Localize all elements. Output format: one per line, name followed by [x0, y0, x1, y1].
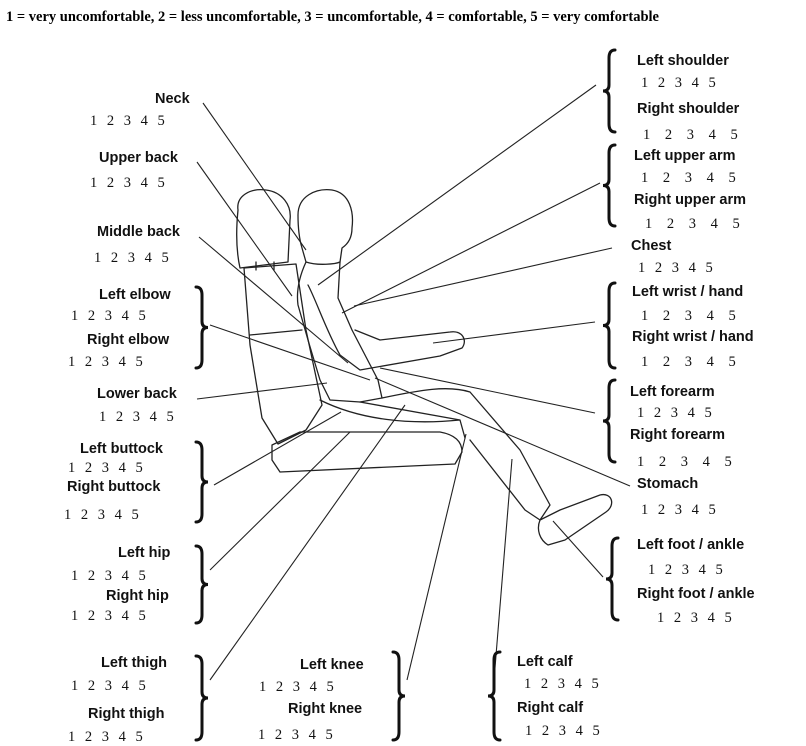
scale-neck[interactable]: 1 2 3 4 5	[90, 113, 165, 129]
label-left-knee: Left knee	[300, 657, 364, 673]
scale-right-thigh[interactable]: 1 2 3 4 5	[68, 729, 143, 745]
scale-left-thigh[interactable]: 1 2 3 4 5	[71, 678, 146, 694]
leader-stomach	[374, 377, 631, 487]
label-left-elbow: Left elbow	[99, 287, 171, 303]
label-middle-back: Middle back	[97, 224, 180, 240]
leader-wrist-hand	[432, 321, 596, 344]
label-right-foot-ankle: Right foot / ankle	[637, 586, 755, 602]
label-right-wrist-hand: Right wrist / hand	[632, 329, 754, 345]
brace-elbow	[194, 285, 209, 370]
label-neck: Neck	[155, 91, 190, 107]
scale-right-wrist-hand[interactable]: 1 2 3 4 5	[641, 354, 736, 370]
scale-right-shoulder[interactable]: 1 2 3 4 5	[643, 127, 738, 143]
label-left-calf: Left calf	[517, 654, 573, 670]
label-right-hip: Right hip	[106, 588, 169, 604]
seat-cushion-outline	[271, 431, 463, 473]
scale-middle-back[interactable]: 1 2 3 4 5	[94, 250, 169, 266]
label-right-buttock: Right buttock	[67, 479, 161, 495]
scale-left-forearm[interactable]: 1 2 3 4 5	[637, 405, 712, 421]
label-lower-back: Lower back	[97, 386, 177, 402]
label-stomach: Stomach	[637, 476, 699, 492]
scale-right-buttock[interactable]: 1 2 3 4 5	[64, 507, 139, 523]
leader-upper-arm	[341, 182, 601, 314]
label-right-forearm: Right forearm	[630, 427, 726, 443]
brace-knee	[391, 650, 406, 742]
brace-shoulder	[602, 48, 617, 134]
scale-left-hip[interactable]: 1 2 3 4 5	[71, 568, 146, 584]
leader-shoulder	[317, 84, 597, 286]
scale-left-upper-arm[interactable]: 1 2 3 4 5	[641, 170, 736, 186]
leader-forearm	[379, 367, 596, 414]
label-right-thigh: Right thigh	[88, 706, 165, 722]
label-left-shoulder: Left shoulder	[637, 53, 729, 69]
headrest-outline	[236, 189, 291, 269]
brace-thigh	[194, 654, 209, 742]
rating-legend: 1 = very uncomfortable, 2 = less uncomfo…	[6, 9, 659, 25]
scale-right-hip[interactable]: 1 2 3 4 5	[71, 608, 146, 624]
scale-upper-back[interactable]: 1 2 3 4 5	[90, 175, 165, 191]
label-chest: Chest	[631, 238, 672, 254]
label-left-foot-ankle: Left foot / ankle	[637, 537, 745, 553]
scale-right-foot-ankle[interactable]: 1 2 3 4 5	[657, 610, 732, 626]
scale-right-upper-arm[interactable]: 1 2 3 4 5	[645, 216, 740, 232]
scale-left-calf[interactable]: 1 2 3 4 5	[524, 676, 599, 692]
scale-chest[interactable]: 1 2 3 4 5	[638, 260, 713, 276]
label-left-hip: Left hip	[118, 545, 171, 561]
scale-stomach[interactable]: 1 2 3 4 5	[641, 502, 716, 518]
lower-leg-outline	[381, 388, 551, 521]
brace-foot-ankle	[605, 536, 620, 622]
leader-knee	[406, 433, 467, 681]
scale-left-buttock[interactable]: 1 2 3 4 5	[68, 460, 143, 476]
leader-elbow	[209, 324, 371, 381]
brace-wrist-hand	[602, 281, 617, 370]
scale-left-wrist-hand[interactable]: 1 2 3 4 5	[641, 308, 736, 324]
arm-outline	[307, 284, 465, 371]
leader-foot-ankle	[552, 520, 604, 578]
brace-hip	[194, 544, 209, 625]
thigh-outline	[319, 399, 466, 439]
label-left-forearm: Left forearm	[630, 384, 715, 400]
leader-chest	[353, 247, 613, 307]
leader-middle-back	[198, 236, 349, 364]
label-right-shoulder: Right shoulder	[637, 101, 740, 117]
label-right-elbow: Right elbow	[87, 332, 170, 348]
scale-left-elbow[interactable]: 1 2 3 4 5	[71, 308, 146, 324]
seat-back-outline	[243, 263, 323, 445]
label-left-upper-arm: Left upper arm	[634, 148, 736, 164]
brace-upper-arm	[602, 143, 617, 228]
label-right-upper-arm: Right upper arm	[634, 192, 746, 208]
leader-neck	[202, 102, 307, 251]
brace-calf	[487, 650, 502, 742]
scale-lower-back[interactable]: 1 2 3 4 5	[99, 409, 174, 425]
head-outline	[297, 189, 354, 265]
label-left-buttock: Left buttock	[80, 441, 163, 457]
label-left-wrist-hand: Left wrist / hand	[632, 284, 744, 300]
scale-right-calf[interactable]: 1 2 3 4 5	[525, 723, 600, 739]
scale-right-elbow[interactable]: 1 2 3 4 5	[68, 354, 143, 370]
scale-right-knee[interactable]: 1 2 3 4 5	[258, 727, 333, 743]
leader-upper-back	[196, 161, 293, 297]
label-upper-back: Upper back	[99, 150, 178, 166]
label-left-thigh: Left thigh	[101, 655, 168, 671]
leader-thigh	[209, 404, 406, 681]
leader-calf	[493, 458, 513, 681]
brace-forearm	[602, 378, 617, 464]
scale-left-foot-ankle[interactable]: 1 2 3 4 5	[648, 562, 723, 578]
brace-buttock	[194, 440, 209, 524]
scale-right-forearm[interactable]: 1 2 3 4 5	[637, 454, 732, 470]
scale-left-shoulder[interactable]: 1 2 3 4 5	[641, 75, 716, 91]
leader-buttock	[213, 411, 342, 486]
scale-left-knee[interactable]: 1 2 3 4 5	[259, 679, 334, 695]
torso-outline	[296, 261, 383, 403]
label-right-knee: Right knee	[288, 701, 363, 717]
foot-outline	[537, 493, 613, 546]
leader-lower-back	[196, 382, 328, 400]
leader-hip	[209, 431, 351, 571]
label-right-calf: Right calf	[517, 700, 584, 716]
